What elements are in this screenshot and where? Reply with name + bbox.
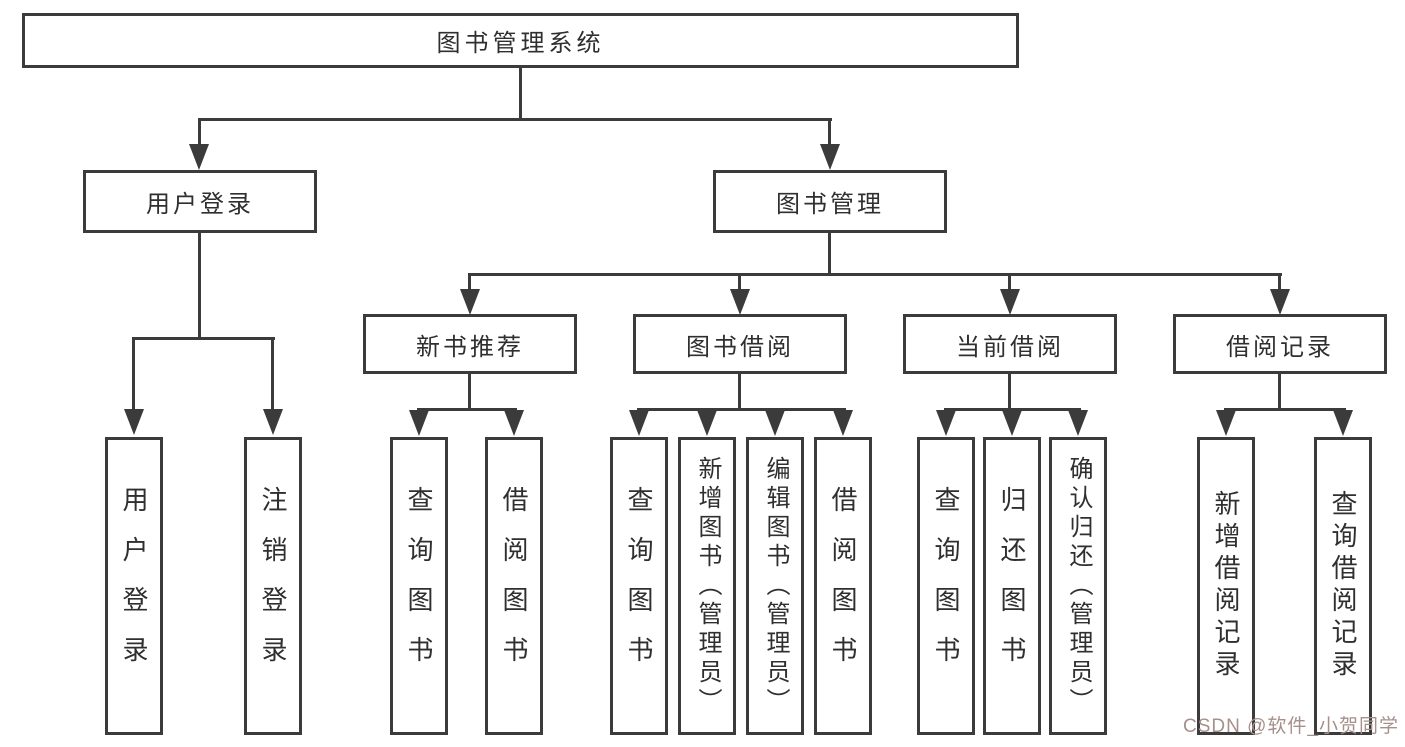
connector-root-stub (519, 68, 522, 118)
leaf-label: 查询图书 (931, 486, 961, 686)
leaf-label: 新增图书（管理员） (694, 455, 721, 717)
node-book-borrowing: 图书借阅 (633, 314, 847, 374)
connector-records-rail (1224, 408, 1346, 411)
node-label: 图书管理 (776, 191, 884, 218)
leaf-label: 借阅图书 (499, 486, 529, 686)
leaf-return-books: 归还图书 (983, 437, 1041, 735)
connector-newbooks-down (468, 374, 471, 408)
leaf-add-books-admin: 新增图书（管理员） (678, 437, 736, 735)
arrow-to-leaf-add-record (1216, 410, 1236, 436)
connector-mgmt-stub (828, 233, 831, 273)
leaf-confirm-return-admin: 确认归还（管理员） (1049, 437, 1107, 735)
arrow-to-leaf-query-books-current (936, 410, 956, 436)
arrow-to-leaf-query-books-borrow (629, 410, 649, 436)
arrow-to-book-borrow (730, 289, 750, 315)
connector-login-leaf1-shaft (132, 340, 135, 410)
node-book-management-system: 图书管理系统 (22, 13, 1019, 68)
arrow-to-new-books (460, 289, 480, 315)
leaf-add-borrow-record: 新增借阅记录 (1197, 437, 1255, 735)
node-label: 当前借阅 (956, 333, 1064, 361)
node-label: 图书借阅 (686, 333, 794, 361)
arrow-to-leaf-return-books (1002, 410, 1022, 436)
connector-currentborrow-shaft (1008, 276, 1011, 291)
node-book-management: 图书管理 (713, 170, 947, 233)
leaf-borrow-books: 借阅图书 (814, 437, 872, 735)
arrow-to-leaf-user-login (124, 409, 144, 435)
arrow-to-book-mgmt (820, 144, 840, 170)
arrow-to-leaf-query-record (1333, 410, 1353, 436)
arrow-to-leaf-add-books (697, 410, 717, 436)
connector-login-rail (132, 337, 275, 340)
leaf-logout: 注销登录 (244, 437, 302, 735)
arrow-to-leaf-logout (263, 409, 283, 435)
connector-records-shaft (1278, 276, 1281, 291)
arrow-to-leaf-edit-books (765, 410, 785, 436)
arrow-to-leaf-borrow-books-recommend (504, 410, 524, 436)
connector-newbooks-rail (417, 408, 517, 411)
node-user-login: 用户登录 (83, 170, 317, 233)
node-label: 图书管理系统 (436, 30, 605, 57)
arrow-to-user-login (189, 144, 209, 170)
arrow-to-leaf-query-books-recommend (409, 410, 429, 436)
connector-level2-rail (468, 273, 1282, 276)
connector-currentborrow-down (1008, 374, 1011, 408)
leaf-label: 借阅图书 (828, 486, 858, 686)
leaf-query-books-current: 查询图书 (917, 437, 975, 735)
leaf-borrow-books-recommend: 借阅图书 (485, 437, 543, 735)
leaf-label: 归还图书 (997, 486, 1027, 686)
leaf-query-books-borrow: 查询图书 (610, 437, 668, 735)
leaf-label: 新增借阅记录 (1211, 490, 1241, 682)
leaf-label: 编辑图书（管理员） (762, 455, 789, 717)
connector-currentborrow-rail (944, 408, 1081, 411)
node-borrow-records: 借阅记录 (1173, 314, 1387, 374)
arrow-to-current-borrow (1000, 289, 1020, 315)
connector-book-mgmt-shaft (828, 121, 831, 147)
node-label: 借阅记录 (1226, 333, 1334, 361)
leaf-user-login: 用户登录 (105, 437, 163, 735)
leaf-label: 注销登录 (258, 486, 288, 686)
leaf-edit-books-admin: 编辑图书（管理员） (746, 437, 804, 735)
leaf-label: 查询借阅记录 (1328, 490, 1358, 682)
leaf-label: 确认归还（管理员） (1065, 455, 1092, 717)
arrow-to-leaf-confirm-return (1068, 410, 1088, 436)
connector-bookborrow-down (738, 374, 741, 408)
arrow-to-leaf-borrow-books (833, 410, 853, 436)
connector-records-down (1278, 374, 1281, 408)
leaf-label: 查询图书 (404, 486, 434, 686)
leaf-label: 用户登录 (119, 486, 149, 686)
connector-user-login-shaft (198, 121, 201, 147)
leaf-label: 查询图书 (624, 486, 654, 686)
connector-newbooks-shaft (468, 276, 471, 291)
connector-bookborrow-shaft (738, 276, 741, 291)
leaf-query-books-recommend: 查询图书 (390, 437, 448, 735)
connector-login-leaf2-shaft (271, 340, 274, 410)
node-new-book-recommend: 新书推荐 (363, 314, 577, 374)
connector-login-stub (198, 233, 201, 337)
watermark: CSDN @软件_小贺同学 (1183, 716, 1399, 737)
arrow-to-borrow-records (1270, 289, 1290, 315)
node-current-borrowing: 当前借阅 (903, 314, 1117, 374)
connector-bookborrow-rail (637, 408, 846, 411)
node-label: 用户登录 (146, 191, 254, 218)
connector-level1-rail (198, 118, 832, 121)
leaf-query-borrow-record: 查询借阅记录 (1314, 437, 1372, 735)
node-label: 新书推荐 (416, 333, 524, 361)
